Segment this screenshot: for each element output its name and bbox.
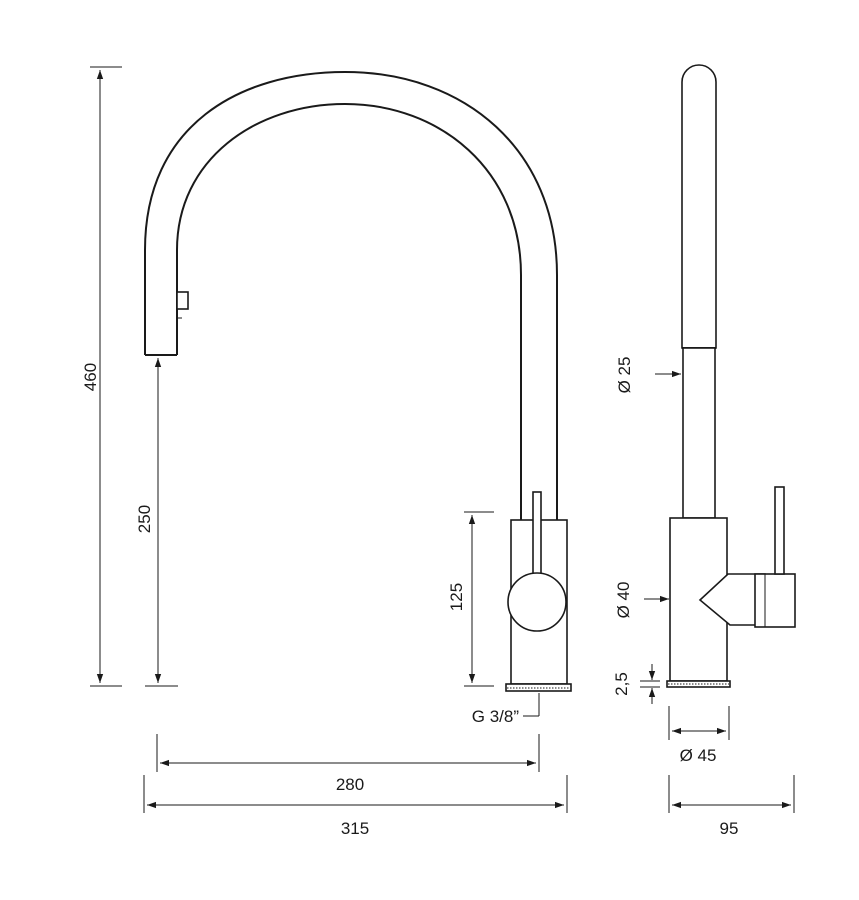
spout-inner-curve (176, 102, 522, 520)
label-thread: G 3/8” (472, 707, 520, 726)
label-d45: Ø 45 (680, 746, 717, 765)
front-view (144, 70, 572, 692)
label-d40: Ø 40 (614, 582, 633, 619)
label-125: 125 (447, 583, 466, 611)
spout-outer-curve (144, 70, 558, 520)
label-2-5: 2,5 (612, 672, 631, 696)
label-280: 280 (336, 775, 364, 794)
side-view (666, 64, 796, 688)
dimension-lines (90, 66, 795, 813)
label-315: 315 (341, 819, 369, 838)
label-460: 460 (81, 363, 100, 391)
side-spout-upper (681, 64, 717, 349)
front-lever-stem (532, 491, 542, 583)
label-95: 95 (720, 819, 739, 838)
front-lever-knob (507, 572, 567, 632)
spray-button (176, 291, 189, 310)
label-d25: Ø 25 (615, 357, 634, 394)
side-spout-lower (682, 347, 716, 519)
dimension-labels: 460 250 125 G 3/8” 280 315 Ø 25 Ø 40 2,5… (81, 357, 738, 838)
label-250: 250 (135, 505, 154, 533)
side-lever-stem (774, 486, 785, 575)
side-lever-housing (754, 573, 796, 628)
